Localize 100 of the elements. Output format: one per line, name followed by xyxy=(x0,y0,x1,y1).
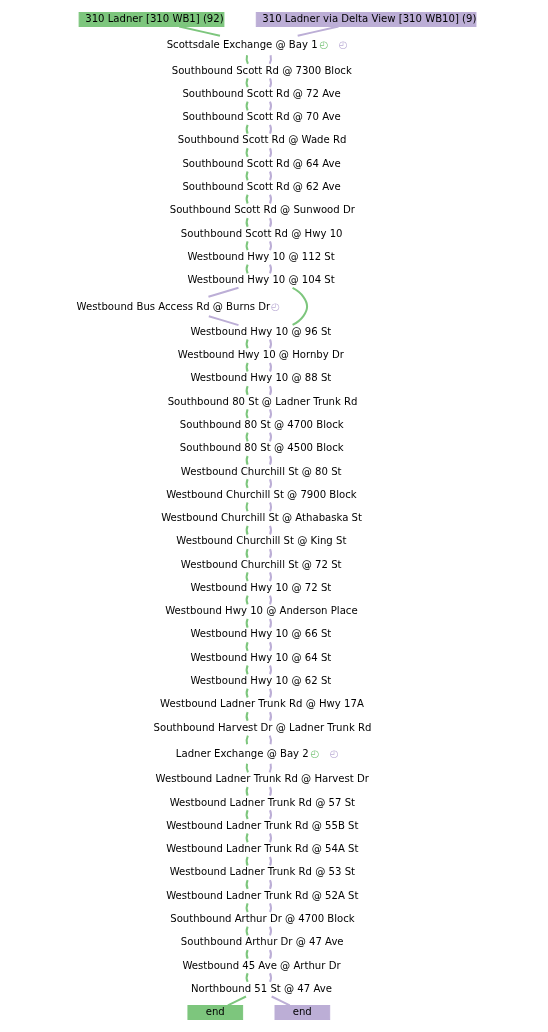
connector xyxy=(268,735,272,745)
node-box: 310 Ladner [310 WB1] (92) xyxy=(78,11,225,28)
connector xyxy=(178,25,221,37)
connector xyxy=(269,194,272,204)
node-text: Westbound Ladner Trunk Rd @ Harvest Dr xyxy=(155,773,369,785)
node-text: Southbound Scott Rd @ 64 Ave xyxy=(182,157,341,169)
node-text: Southbound Harvest Dr @ Ladner Trunk Rd xyxy=(153,721,372,733)
connector xyxy=(245,548,249,559)
node-text: Westbound Ladner Trunk Rd @ 54A St xyxy=(166,843,359,855)
connector xyxy=(269,618,272,628)
connector xyxy=(269,385,272,396)
connector xyxy=(208,315,239,327)
connector xyxy=(245,572,249,582)
connector xyxy=(245,763,249,773)
connector xyxy=(245,809,249,820)
node-text: Southbound Scott Rd @ 62 Ave xyxy=(182,181,341,193)
node-text: Ladner Exchange @ Bay 2 xyxy=(175,747,309,759)
connector xyxy=(245,171,249,181)
node-text: Westbound Hwy 10 @ Hornby Dr xyxy=(177,349,344,361)
connector xyxy=(269,903,272,913)
node-text: Scottsdale Exchange @ Bay 1 xyxy=(166,39,318,51)
connector xyxy=(271,995,291,1007)
connector xyxy=(269,455,272,465)
connector xyxy=(269,478,272,489)
connector xyxy=(268,763,272,773)
connector xyxy=(269,665,272,675)
connector xyxy=(269,572,272,582)
connector xyxy=(245,879,249,890)
connector xyxy=(245,833,249,843)
node-box: 310 Ladner via Delta View [310 WB10] (9) xyxy=(255,11,477,28)
connector xyxy=(269,147,272,158)
connector xyxy=(245,409,249,419)
connector xyxy=(269,548,272,559)
node-text: Westbound Hwy 10 @ 72 St xyxy=(190,581,332,593)
connector xyxy=(245,194,249,204)
connector xyxy=(245,735,249,745)
connector xyxy=(245,711,249,722)
node-text: Westbound Bus Access Rd @ Burns Dr xyxy=(76,300,271,312)
connector xyxy=(269,595,272,605)
node-text: Westbound Ladner Trunk Rd @ 52A St xyxy=(166,889,359,901)
connector xyxy=(268,55,272,65)
node-box: end xyxy=(274,1004,331,1021)
node-text: Westbound Ladner Trunk Rd @ 55B St xyxy=(166,819,359,831)
connector xyxy=(269,217,272,228)
node-text: Westbound Churchill St @ King St xyxy=(176,535,347,547)
connector xyxy=(245,78,249,88)
connector xyxy=(269,809,272,820)
connector xyxy=(245,786,249,796)
node-text: Southbound Scott Rd @ Sunwood Dr xyxy=(169,204,355,216)
node-text: Westbound Ladner Trunk Rd @ Hwy 17A xyxy=(160,698,364,710)
connector xyxy=(245,217,249,228)
connector xyxy=(269,409,272,419)
connector xyxy=(245,903,249,913)
connector xyxy=(245,478,249,489)
connector xyxy=(245,241,249,251)
node-text: Westbound Hwy 10 @ 62 St xyxy=(190,675,332,687)
node-text: Westbound Churchill St @ 80 St xyxy=(180,465,342,477)
connector xyxy=(245,665,249,675)
connector xyxy=(297,25,339,37)
node-text: Westbound Hwy 10 @ Anderson Place xyxy=(165,605,358,617)
connector xyxy=(269,101,272,111)
connector xyxy=(245,124,249,134)
node-box: end xyxy=(187,1004,244,1021)
node-text: Southbound 80 St @ 4500 Block xyxy=(179,442,344,454)
connector xyxy=(269,171,272,181)
node-text: Southbound 80 St @ 4700 Block xyxy=(179,418,344,430)
node-text: Northbound 51 St @ 47 Ave xyxy=(190,982,332,994)
connector xyxy=(269,78,272,88)
node-text: Southbound Arthur Dr @ 47 Ave xyxy=(180,936,344,948)
connector xyxy=(245,362,249,372)
node-text: Westbound Hwy 10 @ 66 St xyxy=(190,628,332,640)
node-label: ◴ xyxy=(338,39,348,51)
connector xyxy=(269,879,272,890)
connector xyxy=(208,286,239,298)
node-text: Westbound 45 Ave @ Arthur Dr xyxy=(182,959,341,971)
connector xyxy=(292,287,308,326)
connector xyxy=(245,972,249,983)
connector xyxy=(245,385,249,396)
node-text: Southbound Arthur Dr @ 4700 Block xyxy=(170,912,355,924)
node-text: Southbound Scott Rd @ 70 Ave xyxy=(182,111,341,123)
node-text: Southbound Scott Rd @ Wade Rd xyxy=(177,134,347,146)
connector xyxy=(269,833,272,843)
connector xyxy=(245,525,249,535)
connector xyxy=(245,618,249,628)
connector xyxy=(245,339,249,349)
connector xyxy=(245,688,249,698)
connector xyxy=(245,949,249,959)
connector xyxy=(269,124,272,134)
node-text: Southbound Scott Rd @ Hwy 10 xyxy=(180,227,343,239)
connector xyxy=(245,856,249,866)
connector xyxy=(269,362,272,372)
node-text: Westbound Churchill St @ 72 St xyxy=(180,558,342,570)
connector xyxy=(269,525,272,535)
connector xyxy=(245,502,249,512)
node-label: ◴ xyxy=(329,747,339,759)
connector xyxy=(269,786,272,796)
node-label: ◴ xyxy=(310,747,320,759)
node-text: Westbound Ladner Trunk Rd @ 53 St xyxy=(169,866,356,878)
connector xyxy=(269,641,272,652)
connector xyxy=(269,339,272,349)
